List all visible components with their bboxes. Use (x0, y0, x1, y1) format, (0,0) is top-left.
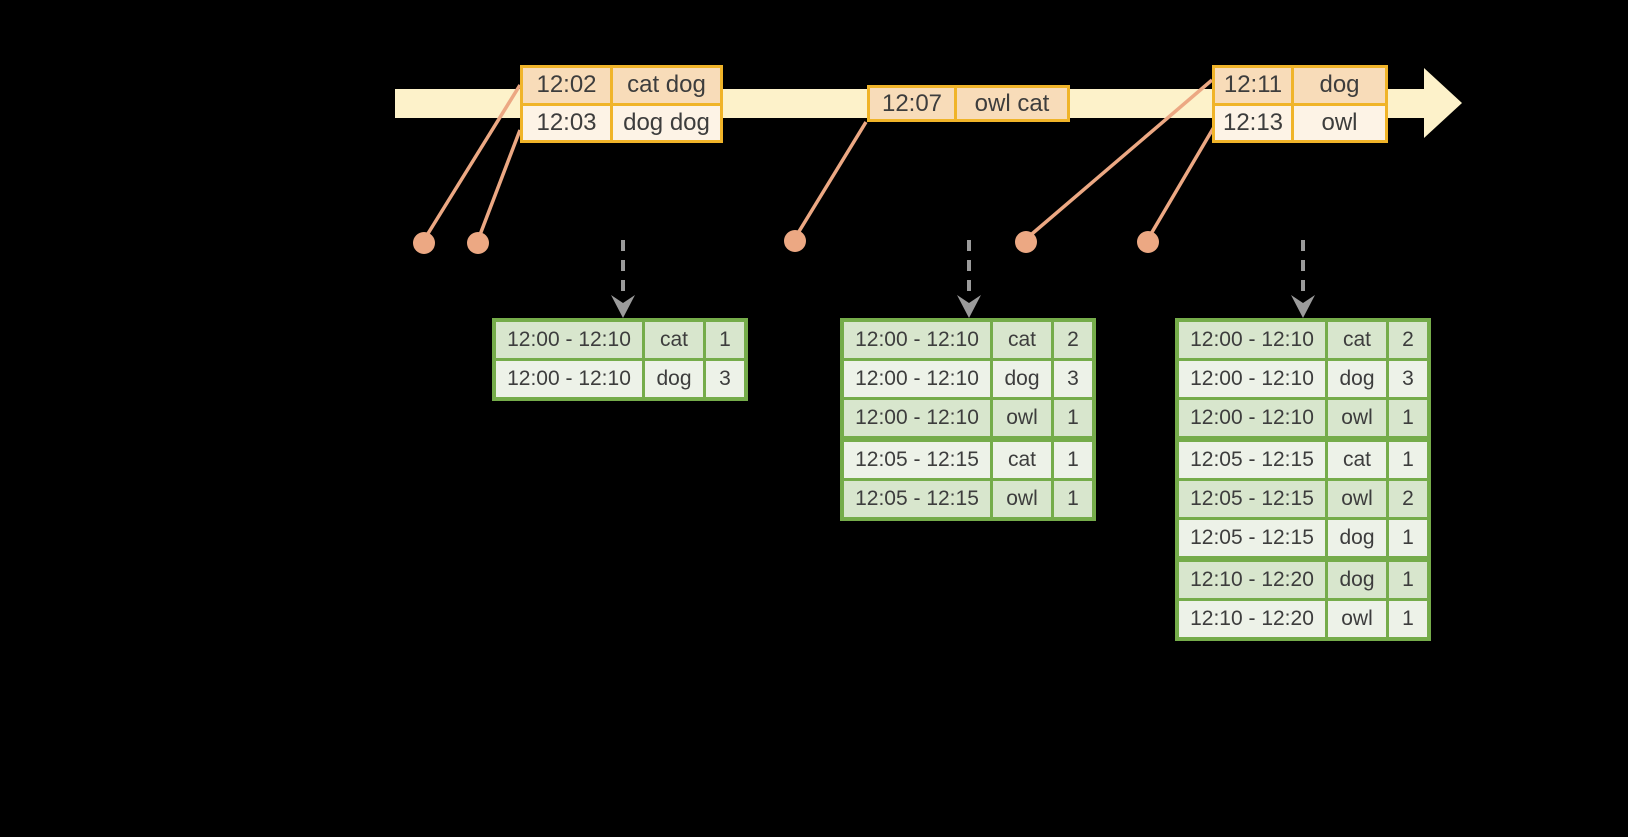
event-time-cell: 12:11 (1215, 68, 1291, 103)
count-cell: 1 (1054, 481, 1092, 517)
event-marker-dot (784, 230, 806, 252)
window-cell: 12:00 - 12:10 (496, 361, 642, 397)
count-cell: 1 (706, 322, 744, 358)
down-arrow-icon (957, 295, 981, 318)
word-cell: dog (993, 361, 1051, 397)
window-cell: 12:00 - 12:10 (1179, 322, 1325, 358)
event-words-cell: owl cat (957, 88, 1067, 119)
word-cell: dog (1328, 520, 1386, 556)
event-connector-line (422, 84, 522, 241)
window-cell: 12:05 - 12:15 (844, 481, 990, 517)
word-cell: owl (993, 481, 1051, 517)
window-cell: 12:00 - 12:10 (496, 322, 642, 358)
timeline-arrow-head-icon (1424, 68, 1462, 138)
word-cell: dog (645, 361, 703, 397)
window-cell: 12:10 - 12:20 (1179, 601, 1325, 637)
word-cell: owl (1328, 400, 1386, 436)
word-cell: cat (1328, 322, 1386, 358)
count-cell: 2 (1054, 322, 1092, 358)
event-words-cell: owl (1294, 105, 1385, 140)
window-cell: 12:05 - 12:15 (1179, 481, 1325, 517)
count-cell: 2 (1389, 322, 1427, 358)
count-cell: 3 (1389, 361, 1427, 397)
word-cell: dog (1328, 361, 1386, 397)
event-time-cell: 12:07 (870, 88, 954, 119)
event-connector-line (476, 129, 522, 241)
window-cell: 12:00 - 12:10 (1179, 361, 1325, 397)
count-cell: 1 (1389, 442, 1427, 478)
event-words-cell: dog dog (613, 105, 720, 140)
count-cell: 1 (1054, 442, 1092, 478)
word-cell: cat (1328, 442, 1386, 478)
count-cell: 3 (706, 361, 744, 397)
window-cell: 12:05 - 12:15 (1179, 520, 1325, 556)
event-marker-dot (1015, 231, 1037, 253)
word-cell: cat (993, 442, 1051, 478)
event-marker-dot (1137, 231, 1159, 253)
down-arrow-icon (611, 295, 635, 318)
count-cell: 1 (1389, 562, 1427, 598)
word-cell: owl (1328, 601, 1386, 637)
count-cell: 1 (1054, 400, 1092, 436)
count-cell: 2 (1389, 481, 1427, 517)
event-connector-line (1024, 78, 1214, 241)
event-marker-dot (413, 232, 435, 254)
event-connector-line (793, 121, 868, 239)
word-cell: owl (1328, 481, 1386, 517)
window-cell: 12:05 - 12:15 (1179, 442, 1325, 478)
window-cell: 12:10 - 12:20 (1179, 562, 1325, 598)
word-cell: cat (645, 322, 703, 358)
word-cell: cat (993, 322, 1051, 358)
event-time-cell: 12:03 (523, 105, 610, 140)
window-cell: 12:00 - 12:10 (844, 361, 990, 397)
event-words-cell: dog (1294, 68, 1385, 103)
event-words-cell: cat dog (613, 68, 720, 103)
window-cell: 12:05 - 12:15 (844, 442, 990, 478)
count-cell: 1 (1389, 400, 1427, 436)
word-cell: dog (1328, 562, 1386, 598)
window-cell: 12:00 - 12:10 (844, 322, 990, 358)
count-cell: 1 (1389, 601, 1427, 637)
event-marker-dot (467, 232, 489, 254)
window-cell: 12:00 - 12:10 (1179, 400, 1325, 436)
event-connector-line (1146, 126, 1216, 240)
event-time-cell: 12:02 (523, 68, 610, 103)
word-cell: owl (993, 400, 1051, 436)
count-cell: 3 (1054, 361, 1092, 397)
event-time-cell: 12:13 (1215, 105, 1291, 140)
window-cell: 12:00 - 12:10 (844, 400, 990, 436)
count-cell: 1 (1389, 520, 1427, 556)
down-arrow-icon (1291, 295, 1315, 318)
